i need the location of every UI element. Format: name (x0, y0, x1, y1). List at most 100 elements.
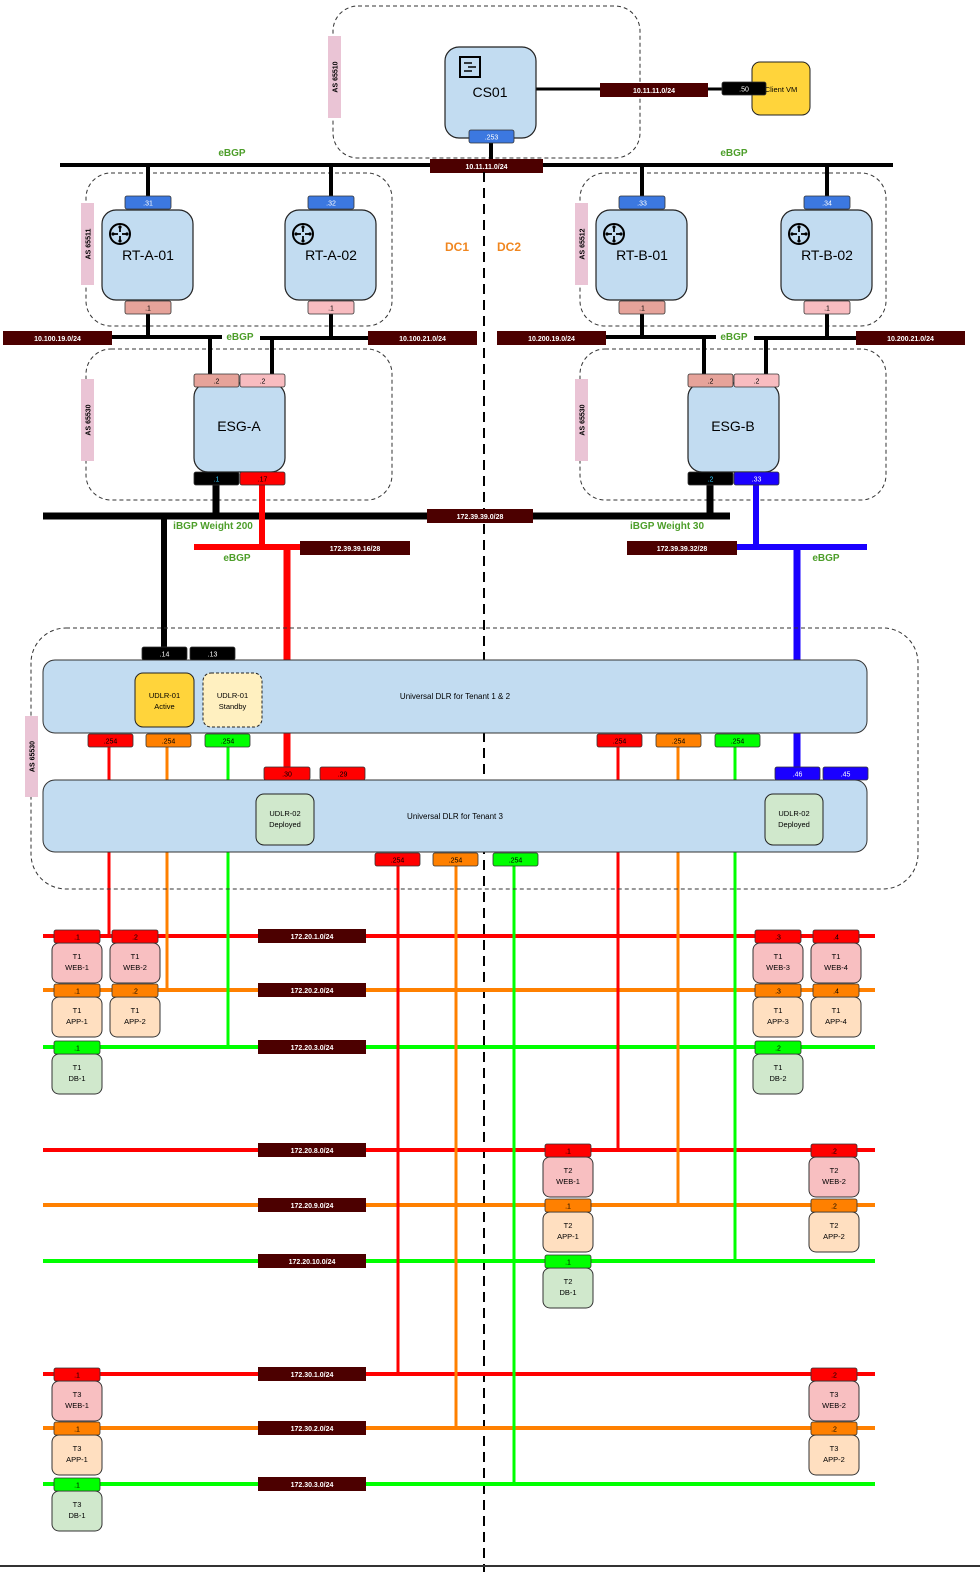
host-name: WEB-2 (822, 1401, 846, 1410)
subnet-label (427, 509, 533, 523)
subnet-label (258, 983, 366, 997)
host-name: DB-1 (559, 1288, 576, 1297)
subnet-label (258, 1040, 366, 1054)
client-vm-port-label: .50 (739, 87, 749, 94)
udlr-01-lif-port (145, 733, 192, 748)
subnet-label (497, 331, 606, 345)
ebgp-label: eBGP (720, 148, 748, 159)
udlr-02-lif-port-label: .254 (449, 858, 463, 865)
router-icon-arrowhead (790, 232, 794, 236)
esg-b-t3-port-label: .33 (752, 477, 762, 484)
host-ip-port (53, 983, 101, 998)
esg-b-t3-port (733, 471, 780, 486)
as-tag-label: AS 65511 (86, 229, 93, 260)
host-ip-port-label: .2 (132, 935, 138, 942)
host-ip-port-label: .2 (132, 989, 138, 996)
host-name: DB-1 (68, 1074, 85, 1083)
udlr-02-uplink-port-label: .45 (841, 772, 851, 779)
subnet-label-text: 10.200.19.0/24 (528, 336, 575, 343)
host-ip-port (812, 929, 860, 944)
subnet-label (368, 331, 477, 345)
host-ip-port (53, 1367, 101, 1382)
dc2-rt2-name: RT-B-02 (801, 247, 853, 263)
subnet-label (856, 331, 965, 345)
as-tag (25, 716, 38, 797)
host-name: APP-2 (124, 1017, 146, 1026)
host-name: APP-2 (823, 1232, 845, 1241)
router-icon-arrowhead (125, 232, 129, 236)
host-ip-port-label: .1 (565, 1260, 571, 1267)
router-icon-arrowhead (308, 232, 312, 236)
host-ip-port (754, 929, 802, 944)
dc1-esg (193, 382, 286, 473)
router-icon (603, 223, 625, 245)
router-icon-arrowhead (804, 232, 808, 236)
as-tag-label: AS 65530 (86, 404, 93, 435)
router-icon-arrowhead (111, 232, 115, 236)
router-icon (788, 223, 810, 245)
host-ip-port-label: .2 (831, 1149, 837, 1156)
host-ip-port-label: .2 (775, 1046, 781, 1053)
host-tenant: T2 (564, 1277, 573, 1286)
dc2-rt1-downlink-port (618, 300, 666, 315)
as-tag (81, 203, 94, 285)
dc1-rt1 (101, 209, 194, 301)
udlr-01-lif-port-label: .254 (221, 739, 235, 746)
client-vm-port (721, 81, 767, 96)
as-tag (81, 379, 94, 461)
subnet-label-text: 172.39.39.32/28 (657, 546, 708, 553)
host-tenant: T3 (73, 1390, 82, 1399)
host-name: WEB-1 (65, 963, 89, 972)
udlr-01-uplink-port-2-label: .13 (208, 652, 218, 659)
as-tag (328, 36, 341, 118)
dc1-rt2-downlink-port-label: .1 (328, 306, 334, 313)
dc1-router-as-boundary (85, 172, 393, 327)
ibgp-weight-label: iBGP Weight 200 (173, 521, 253, 532)
udlr-01-lif-port (204, 733, 251, 748)
host-tenant: T1 (73, 952, 82, 961)
dc2-rt2-uplink-port-label: .34 (822, 201, 832, 208)
subnet-label (258, 1143, 366, 1157)
as-tag-label: AS 65530 (580, 404, 587, 435)
host-ip-port-label: .1 (565, 1149, 571, 1156)
udlr-01-uplink-port-1-label: .14 (160, 652, 170, 659)
udlr-02-lif-port-label: .254 (509, 858, 523, 865)
host-name: DB-2 (769, 1074, 786, 1083)
host-ip-port (544, 1143, 592, 1158)
host-name: WEB-4 (824, 963, 848, 972)
udlr-tenant-1-2-label: Universal DLR for Tenant 1 & 2 (400, 692, 511, 701)
subnet-label-text: 172.39.39.0/28 (457, 514, 504, 521)
udlr-02-uplink-port-label: .30 (282, 772, 292, 779)
dc1-rt1-uplink-port-label: .31 (143, 201, 153, 208)
host-ip-port-label: .3 (775, 935, 781, 942)
host-name: WEB-1 (65, 1401, 89, 1410)
udlr-tenant-3 (42, 779, 868, 853)
as-tag-label: AS 65510 (333, 61, 340, 92)
subnet-label-text: 172.30.3.0/24 (291, 1482, 334, 1489)
udlr-02-lif-port-label: .254 (391, 858, 405, 865)
udlr-02-uplink-port (774, 766, 821, 781)
ebgp-label: eBGP (226, 332, 254, 343)
host-ip-port (754, 1040, 802, 1055)
subnet-label-text: 172.39.39.16/28 (330, 546, 381, 553)
host-name: WEB-2 (123, 963, 147, 972)
router-icon-arrowhead (797, 239, 801, 243)
subnet-label (600, 83, 708, 97)
esg-a-transit-port (193, 471, 240, 486)
host-tenant: T1 (774, 952, 783, 961)
subnet-label (258, 1421, 366, 1435)
udlr-02-uplink-port-label: .46 (793, 772, 803, 779)
udlr-01-lif-port (655, 733, 702, 748)
subnet-label (258, 1477, 366, 1491)
udlr-02-uplink-port-label: .29 (338, 772, 348, 779)
host-ip-port-label: .3 (775, 989, 781, 996)
host-ip-port-label: .1 (74, 1427, 80, 1434)
dc2-rt2-uplink-port (803, 195, 851, 210)
esg-b-transit-port (687, 471, 734, 486)
subnet-label-text: 172.30.2.0/24 (291, 1426, 334, 1433)
host-ip-port-label: .1 (74, 1373, 80, 1380)
subnet-label (258, 1198, 366, 1212)
udlr-02-lif-port (432, 852, 479, 867)
cs01-port-label: .253 (485, 135, 499, 142)
